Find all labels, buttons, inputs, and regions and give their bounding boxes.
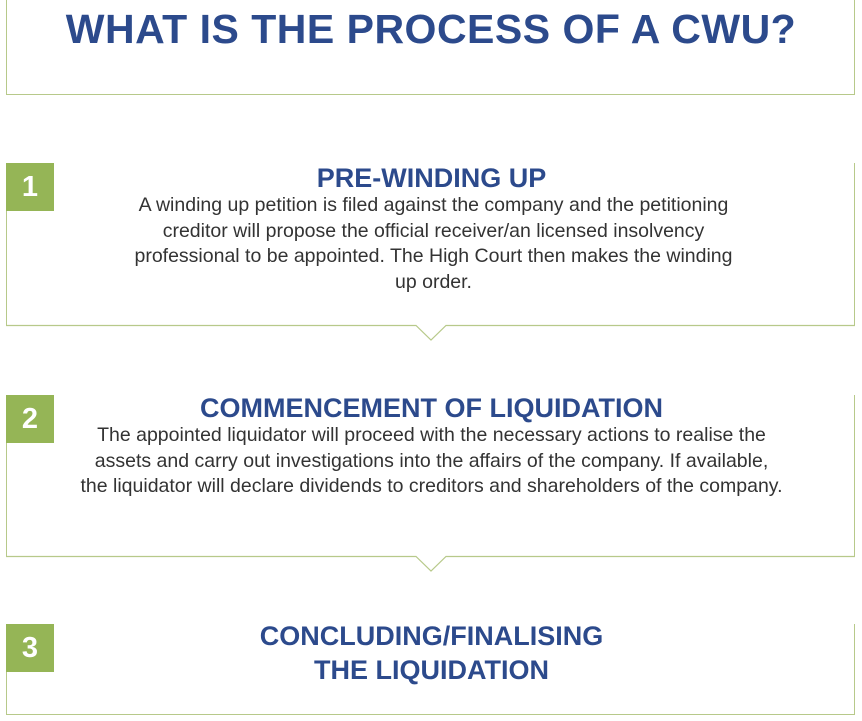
step-2-number-badge: 2 bbox=[6, 395, 54, 443]
step-2-heading: COMMENCEMENT OF LIQUIDATION bbox=[200, 393, 663, 423]
title-box bbox=[6, 0, 855, 95]
page-title: WHAT IS THE PROCESS OF A CWU? bbox=[65, 6, 797, 52]
step-1-box: 1 PRE-WINDING UP A winding up petition i… bbox=[6, 163, 855, 326]
step-3-box: 3 CONCLUDING/FINALISING THE LIQUIDATION bbox=[6, 621, 855, 715]
step-1-bottom-border-arrow bbox=[6, 324, 855, 341]
step-2-box: 2 COMMENCEMENT OF LIQUIDATION The appoin… bbox=[6, 393, 855, 557]
step-1-number-badge: 1 bbox=[6, 163, 54, 211]
step-2-description: The appointed liquidator will proceed wi… bbox=[80, 424, 783, 497]
step-2-bottom-border-arrow bbox=[6, 555, 855, 572]
step-3-heading-line-1: CONCLUDING/FINALISING bbox=[259, 621, 604, 651]
step-3-number-badge: 3 bbox=[6, 624, 54, 672]
step-3-heading-line-2: THE LIQUIDATION bbox=[314, 655, 549, 685]
step-1-description: A winding up petition is filed against t… bbox=[134, 194, 733, 293]
step-1-heading: PRE-WINDING UP bbox=[316, 163, 547, 193]
